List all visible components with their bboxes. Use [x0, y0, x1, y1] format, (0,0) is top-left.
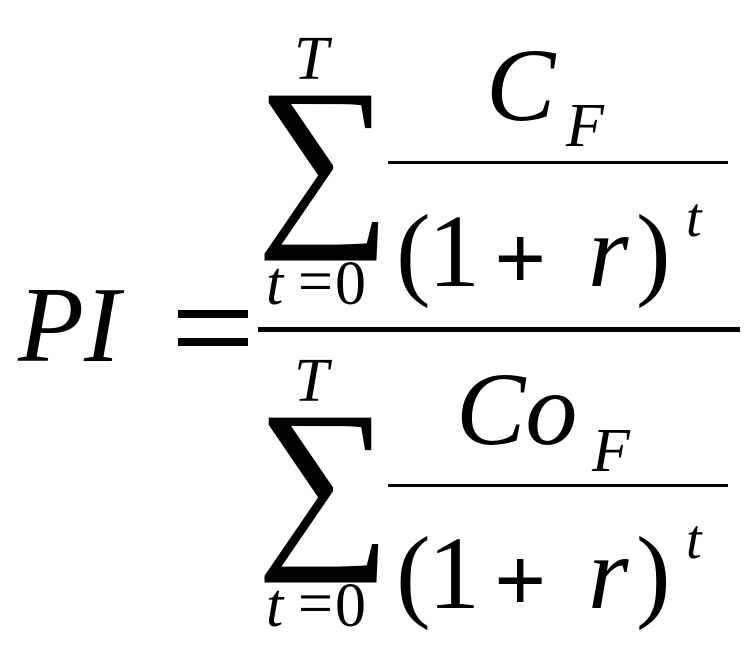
numerator-term-top: C — [486, 28, 556, 143]
numerator-r: r — [588, 194, 629, 309]
main-fraction-bar — [258, 327, 740, 332]
numerator-sum-symbol: ∑ — [256, 52, 392, 262]
numerator-one: 1 — [428, 194, 480, 309]
numerator-sum-lower-equals: = — [298, 248, 333, 316]
denominator-inner-fraction-bar — [388, 484, 728, 487]
denominator-sum-lower-var: t — [266, 572, 284, 640]
equals-sign-bottom-bar — [178, 338, 248, 346]
denominator-r: r — [588, 516, 629, 631]
denominator-term-top: Co — [456, 352, 578, 467]
numerator-inner-fraction-bar — [388, 161, 728, 164]
denominator-sum-lower-equals: = — [298, 570, 333, 638]
denominator-sum-lower-value: 0 — [335, 572, 366, 640]
numerator-close-paren: ) — [636, 194, 671, 309]
denominator-one: 1 — [428, 516, 480, 631]
denominator-close-paren: ) — [636, 516, 671, 631]
denominator-sum-upper-limit: T — [294, 347, 329, 415]
denominator-open-paren: ( — [396, 516, 431, 631]
numerator-sum-lower-var: t — [266, 250, 284, 318]
numerator-exponent: t — [686, 187, 702, 249]
denominator-plus: + — [494, 529, 547, 631]
numerator-sum-lower-value: 0 — [335, 250, 366, 318]
denominator-term-top-subscript: F — [592, 417, 630, 485]
numerator-term-top-subscript: F — [566, 92, 604, 160]
numerator-sum-upper-limit: T — [294, 25, 329, 93]
equals-sign-top-bar — [178, 310, 248, 318]
numerator-open-paren: ( — [396, 194, 431, 309]
denominator-sum-symbol: ∑ — [256, 374, 392, 584]
denominator-exponent: t — [686, 509, 702, 571]
lhs-variable: PI — [18, 266, 120, 385]
numerator-plus: + — [494, 207, 547, 309]
